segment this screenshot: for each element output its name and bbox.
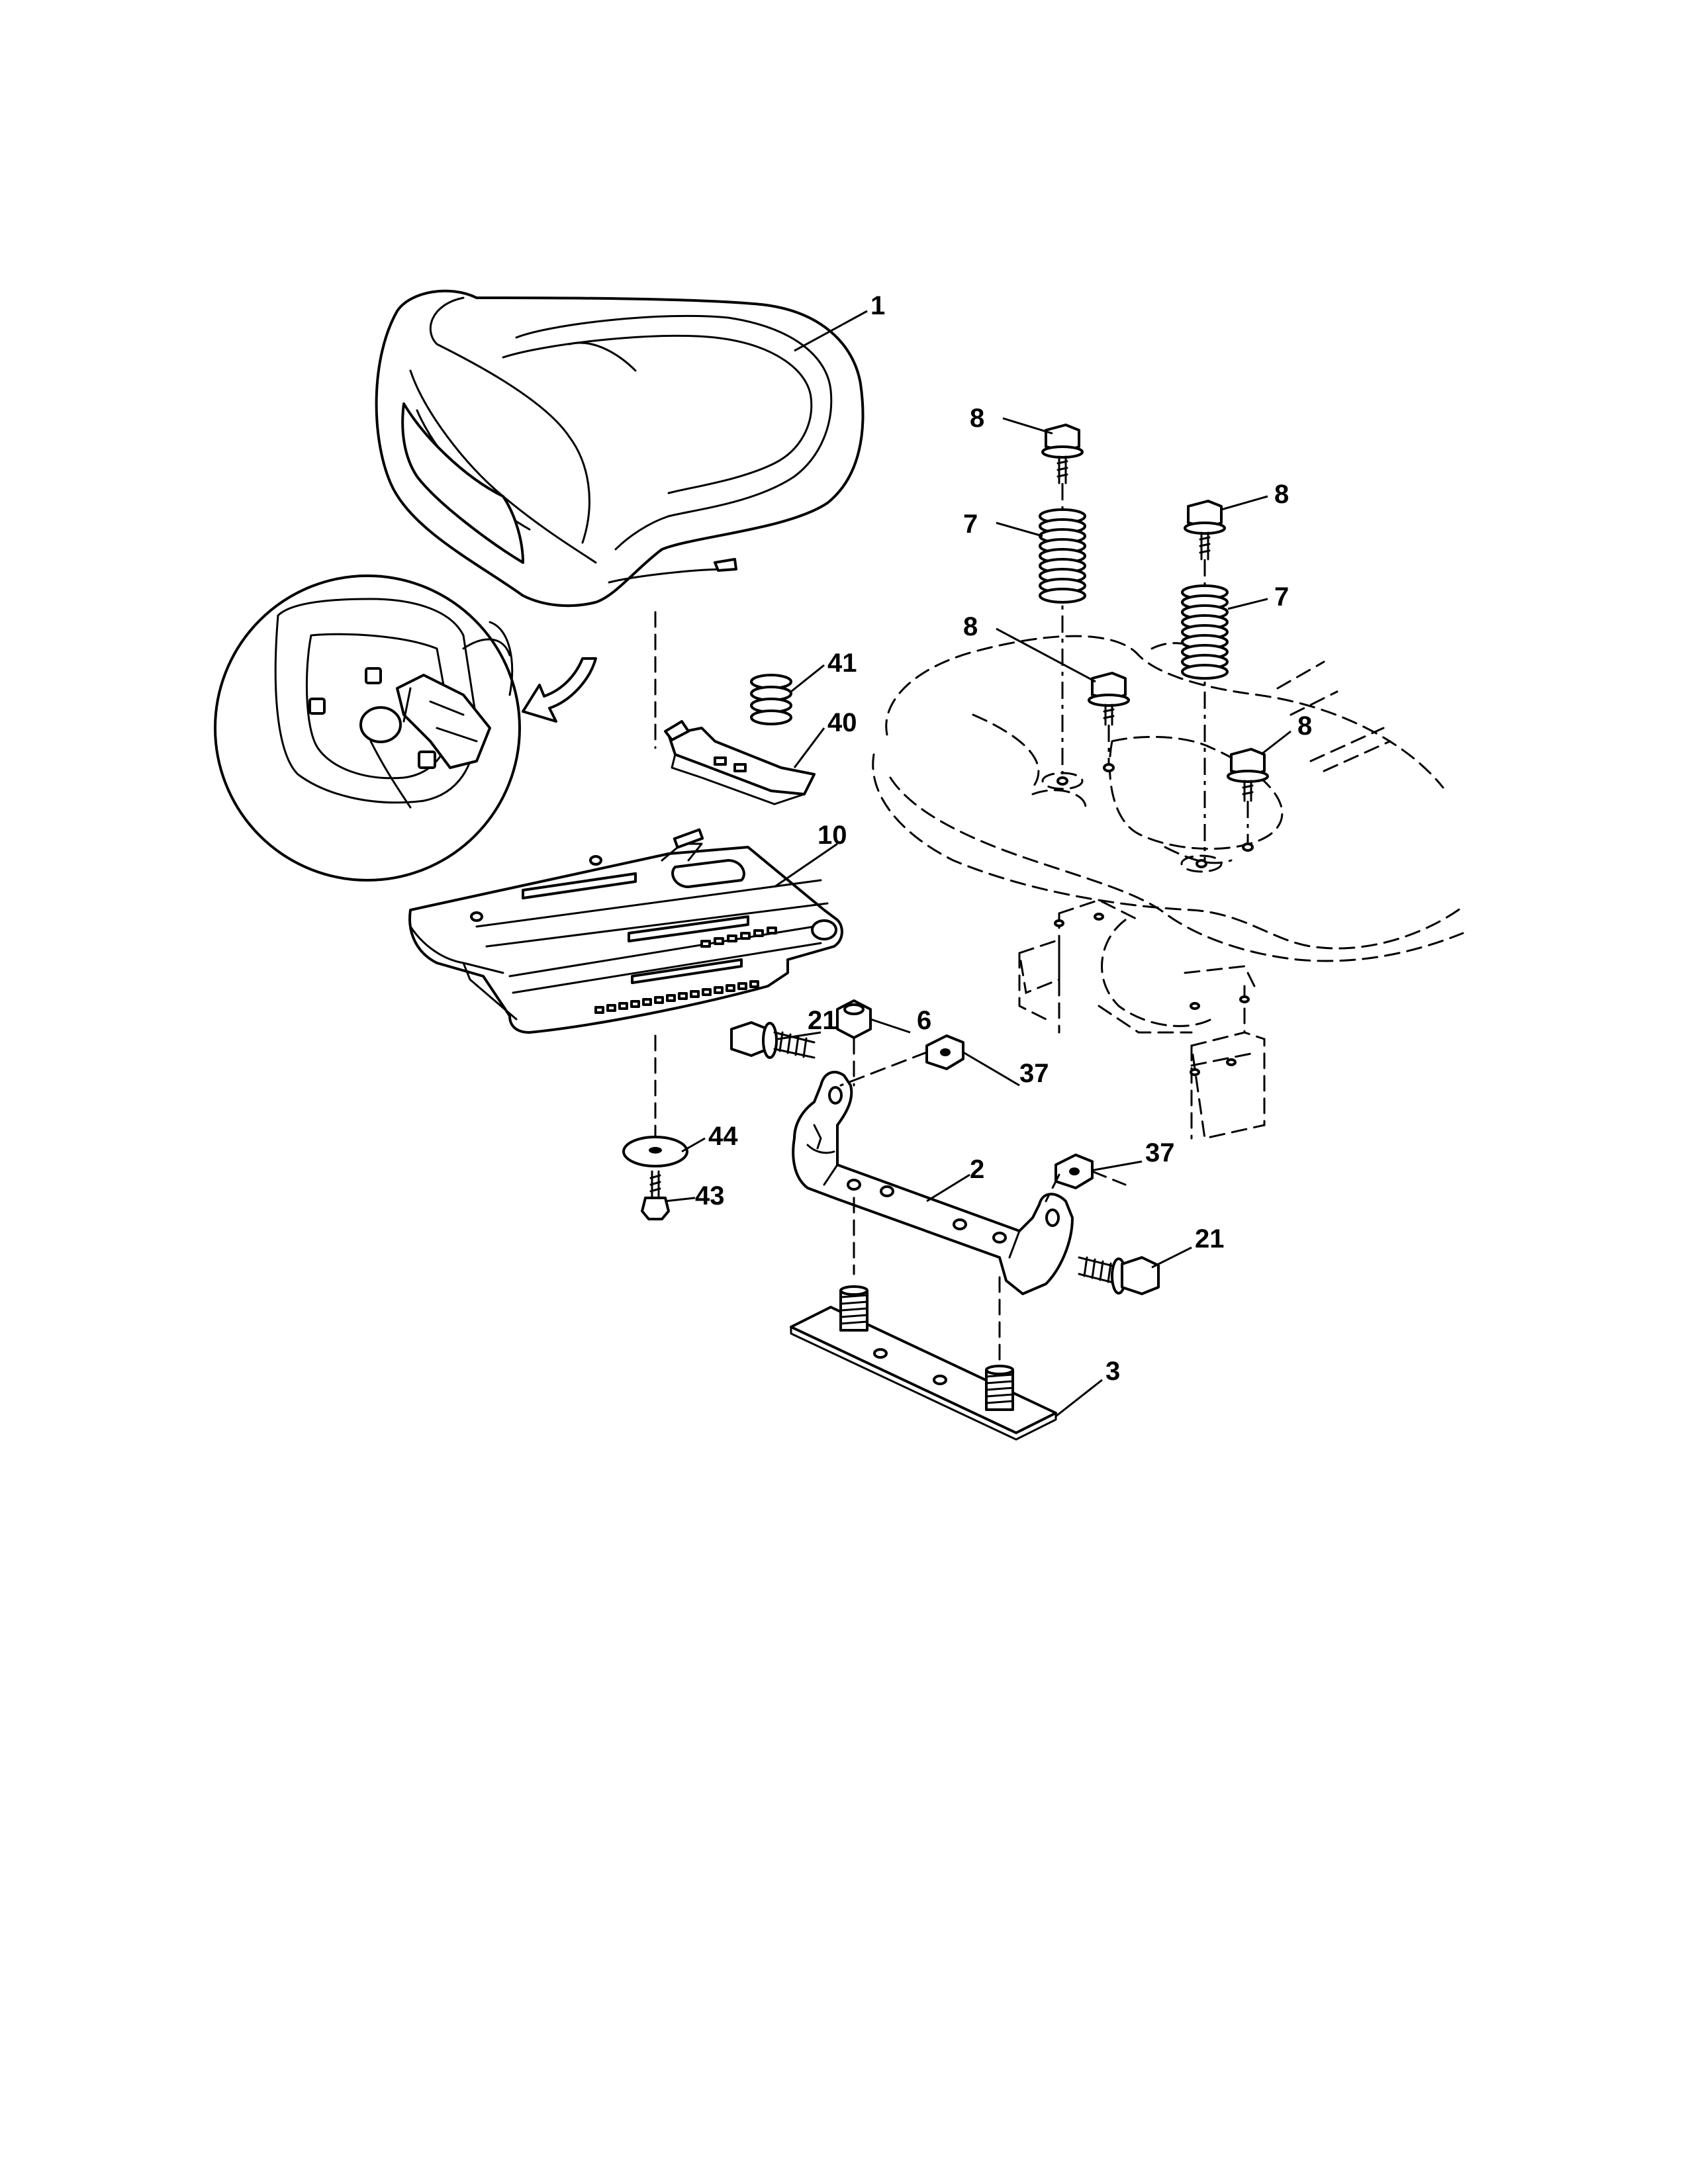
detail-view xyxy=(214,574,597,882)
guide-nut37-upper xyxy=(839,1051,928,1087)
callout-part-21-right: 21 xyxy=(1195,1224,1225,1253)
spring-7-left xyxy=(1039,508,1086,604)
callout-part-41: 41 xyxy=(827,649,857,678)
stud-right xyxy=(985,1365,1014,1411)
leader-lines xyxy=(665,310,1291,1418)
callout-part-1: 1 xyxy=(870,291,885,320)
nut-6 xyxy=(836,999,872,1039)
fender-outline xyxy=(872,635,1464,962)
callout-part-37-lower: 37 xyxy=(1145,1138,1175,1167)
guide-nut37-lower xyxy=(1045,1173,1060,1203)
bolt-8-top-left xyxy=(1041,424,1084,484)
nut-37-lower xyxy=(1055,1154,1094,1189)
hex-bolts-8 xyxy=(1041,424,1269,802)
nuts-37 xyxy=(925,1034,1094,1189)
callout-part-6: 6 xyxy=(917,1006,931,1035)
guide-nut37-lower-right xyxy=(1091,1170,1127,1186)
callout-part-7-left: 7 xyxy=(963,510,978,539)
bracket-40 xyxy=(664,720,816,805)
bolt-21-right xyxy=(1078,1256,1160,1295)
springs-7 xyxy=(1039,508,1229,680)
callout-part-43: 43 xyxy=(695,1181,725,1210)
bolt-8-mid-right xyxy=(1227,748,1269,802)
callout-part-8-mid-left: 8 xyxy=(963,612,978,641)
slot-row-lower xyxy=(594,980,759,1014)
bolt-43 xyxy=(641,1170,670,1220)
callout-part-44: 44 xyxy=(708,1122,738,1151)
bolt-21-left xyxy=(730,1021,816,1059)
fender-holes xyxy=(1041,763,1254,1076)
callout-part-21-left: 21 xyxy=(808,1006,837,1035)
stud-left xyxy=(839,1285,868,1332)
seat xyxy=(375,289,865,608)
callout-part-7-right: 7 xyxy=(1274,582,1289,612)
callout-part-10: 10 xyxy=(818,821,847,850)
callout-part-8-top-right: 8 xyxy=(1274,480,1289,509)
callout-part-40: 40 xyxy=(827,708,857,737)
callout-part-2: 2 xyxy=(970,1155,984,1184)
washer-44 xyxy=(622,1136,688,1167)
callout-part-8-top-left: 8 xyxy=(970,404,984,433)
callout-part-37-upper: 37 xyxy=(1019,1059,1049,1088)
spring-7-right xyxy=(1181,584,1229,680)
callout-part-8-mid-right: 8 xyxy=(1297,711,1312,741)
plate-3 xyxy=(790,1285,1057,1441)
nut-37-upper xyxy=(925,1034,964,1070)
frame-brackets xyxy=(1018,899,1266,1140)
slot-row-upper xyxy=(700,927,777,948)
bolt-8-mid-left xyxy=(1088,672,1130,726)
spring-41 xyxy=(750,674,792,725)
callout-part-3: 3 xyxy=(1105,1357,1120,1386)
seat-bracket-2 xyxy=(792,1071,1074,1295)
seat-pan-10 xyxy=(408,828,843,1034)
bolt-8-top-right xyxy=(1184,500,1226,561)
